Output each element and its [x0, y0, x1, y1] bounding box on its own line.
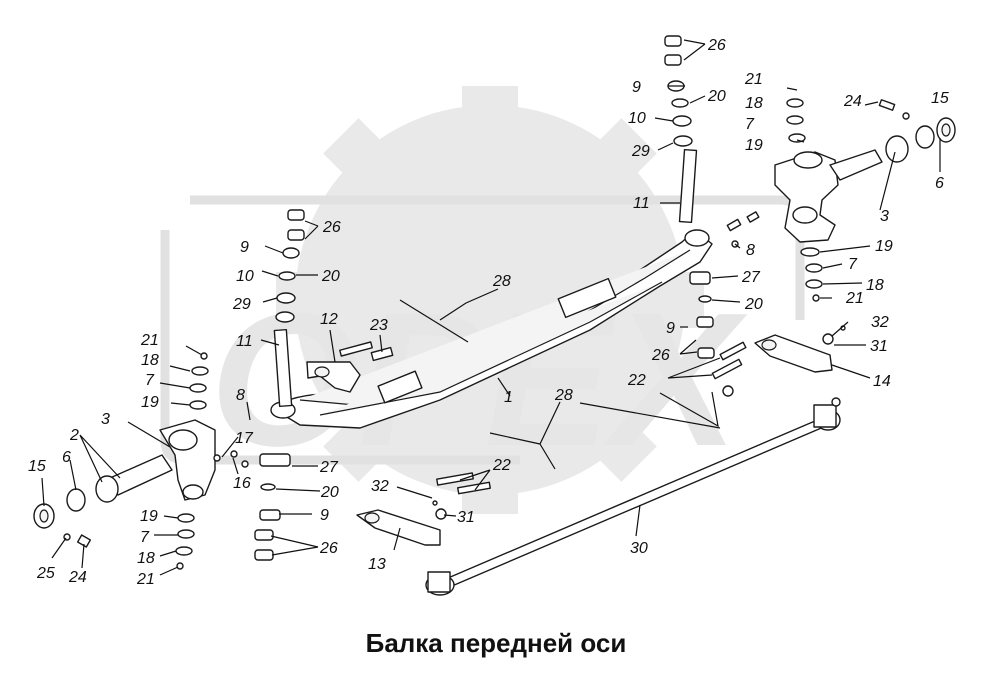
- label-18-left-upper: 18: [141, 352, 159, 369]
- label-7-right-lower: 7: [848, 256, 858, 273]
- label-32-right: 32: [871, 314, 889, 331]
- tie-rod: [425, 397, 841, 596]
- label-2: 2: [69, 427, 79, 444]
- label-3-right: 3: [880, 208, 889, 225]
- washer-stack-top-left: [275, 209, 305, 323]
- label-10-top-left: 10: [236, 268, 254, 285]
- label-20-top-left: 20: [321, 268, 340, 285]
- label-31-right: 31: [870, 338, 888, 355]
- washer-stack-mid-right: [689, 271, 715, 359]
- label-7-right-upper: 7: [745, 116, 755, 133]
- label-13: 13: [368, 556, 386, 573]
- label-29-top-left: 29: [232, 296, 251, 313]
- label-18-right-lower: 18: [866, 277, 884, 294]
- label-19-right-upper: 19: [745, 137, 763, 154]
- front-axle-beam: [270, 229, 713, 429]
- right-steering-knuckle: [774, 117, 956, 243]
- label-23: 23: [369, 317, 388, 334]
- label-20-mid-right: 20: [744, 296, 763, 313]
- label-26-top-right: 26: [707, 37, 726, 54]
- label-16: 16: [233, 475, 251, 492]
- label-19-right-lower: 19: [875, 238, 893, 255]
- label-20-top-right: 20: [707, 88, 726, 105]
- label-7-left-lower: 7: [140, 529, 150, 546]
- label-14: 14: [873, 373, 891, 390]
- label-20-bottom-left: 20: [320, 484, 339, 501]
- label-32-left: 32: [371, 478, 389, 495]
- label-29-top-right: 29: [631, 143, 650, 160]
- label-9-top-right: 9: [632, 79, 641, 96]
- label-6-left: 6: [62, 449, 71, 466]
- label-21-right-upper: 21: [744, 71, 763, 88]
- label-15-left: 15: [28, 458, 46, 475]
- label-26-bottom-left: 26: [319, 540, 338, 557]
- label-18-left-lower: 18: [137, 550, 155, 567]
- label-11-right: 11: [633, 195, 650, 212]
- lever-13-hole: [364, 512, 380, 524]
- label-8-left: 8: [236, 387, 245, 404]
- lever-14-hole: [761, 339, 777, 351]
- king-pin-right: [678, 148, 698, 224]
- label-27-left: 27: [319, 459, 339, 476]
- label-28-bottom: 28: [554, 387, 573, 404]
- label-21-left-lower: 21: [136, 571, 155, 588]
- label-22-right: 22: [627, 372, 646, 389]
- king-pin-left: [273, 328, 293, 408]
- label-31-left: 31: [457, 509, 475, 526]
- label-6-right: 6: [935, 175, 944, 192]
- lever-12-hole: [314, 366, 330, 378]
- label-11-left: 11: [236, 333, 253, 350]
- label-9-mid-right: 9: [666, 320, 675, 337]
- label-24-right: 24: [843, 93, 862, 110]
- label-21-left-upper: 21: [140, 332, 159, 349]
- label-9-bottom-left: 9: [320, 507, 329, 524]
- bolts-left: [213, 341, 491, 520]
- label-21-right-lower: 21: [845, 290, 864, 307]
- label-22-left: 22: [492, 457, 511, 474]
- label-17: 17: [235, 430, 254, 447]
- shim-stack-left-lower: [63, 513, 195, 570]
- label-24-left: 24: [68, 569, 87, 586]
- shim-stack-left-upper: [189, 352, 209, 410]
- label-19-left-lower: 19: [140, 508, 158, 525]
- label-18-right-upper: 18: [745, 95, 763, 112]
- label-7-left-upper: 7: [145, 372, 155, 389]
- part-labels: 26 9 20 10 29 11 21 18 7 19 24 15 6 3 8 …: [28, 37, 949, 588]
- label-8-right: 8: [746, 242, 755, 259]
- label-26-mid-right: 26: [651, 347, 670, 364]
- label-15-right: 15: [931, 90, 949, 107]
- left-steering-knuckle: [33, 419, 216, 529]
- bolts-upper-right: [711, 211, 760, 397]
- label-1: 1: [504, 389, 513, 406]
- label-12: 12: [320, 311, 338, 328]
- washer-stack-top-right: [664, 35, 693, 147]
- label-10-top-right: 10: [628, 110, 646, 127]
- label-25: 25: [36, 565, 55, 582]
- diagram-caption: Балка передней оси: [365, 628, 627, 658]
- label-30: 30: [630, 540, 648, 557]
- label-9-top-left: 9: [240, 239, 249, 256]
- label-3-left: 3: [101, 411, 110, 428]
- label-19-left-upper: 19: [141, 394, 159, 411]
- label-27-right: 27: [741, 269, 761, 286]
- nut-31-right: [822, 333, 834, 345]
- label-28-top: 28: [492, 273, 511, 290]
- label-26-top-left: 26: [322, 219, 341, 236]
- shim-stack-right-lower: [800, 247, 823, 302]
- shim-stack-right-upper: [786, 87, 910, 143]
- leader-lines: [41, 39, 941, 576]
- pin-32-left: [432, 500, 438, 506]
